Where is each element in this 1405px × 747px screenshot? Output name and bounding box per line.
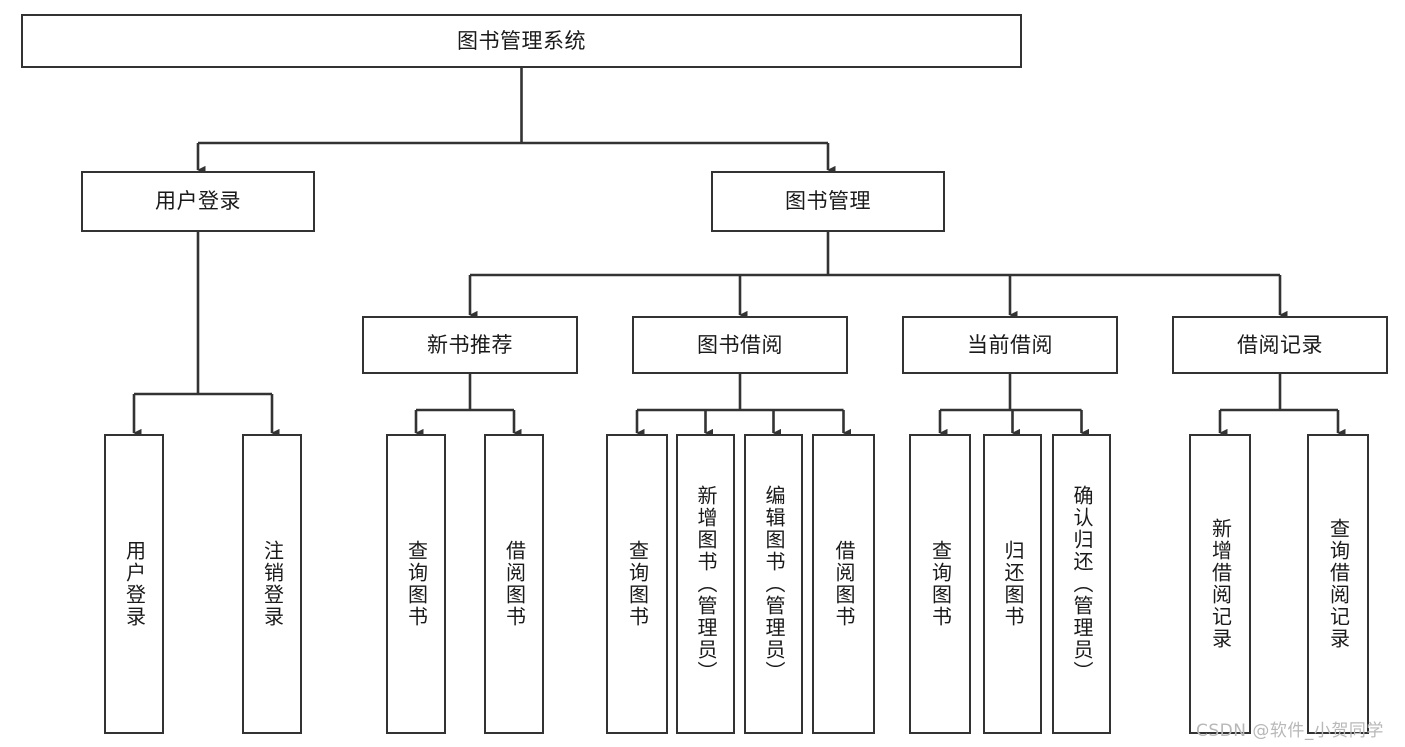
node-label: 查询图书	[404, 540, 429, 628]
node-label: 查询图书	[625, 540, 650, 628]
node-borrow[interactable]: 图书借阅	[632, 316, 848, 374]
node-l-bbook1[interactable]: 借阅图书	[484, 434, 544, 734]
node-l-bbook2[interactable]: 借阅图书	[812, 434, 875, 734]
node-label: 新增图书（管理员）	[694, 485, 718, 683]
node-l-qbook3[interactable]: 查询图书	[909, 434, 971, 734]
node-label: 新书推荐	[427, 332, 513, 357]
node-current[interactable]: 当前借阅	[902, 316, 1118, 374]
node-label: 图书管理系统	[457, 28, 586, 53]
node-bookmgmt[interactable]: 图书管理	[711, 171, 945, 232]
node-label: 归还图书	[1001, 540, 1025, 628]
node-label: 新增借阅记录	[1208, 518, 1233, 650]
node-l-confirm[interactable]: 确认归还（管理员）	[1052, 434, 1111, 734]
node-l-editbook[interactable]: 编辑图书（管理员）	[744, 434, 803, 734]
node-l-userlogin[interactable]: 用户登录	[104, 434, 164, 734]
node-l-addbook[interactable]: 新增图书（管理员）	[676, 434, 735, 734]
node-label: 图书借阅	[697, 332, 783, 357]
node-l-qbook2[interactable]: 查询图书	[606, 434, 668, 734]
node-label: 借阅图书	[832, 540, 856, 628]
node-label: 用户登录	[155, 189, 241, 214]
node-label: 用户登录	[122, 540, 147, 628]
node-records[interactable]: 借阅记录	[1172, 316, 1388, 374]
node-l-addrec[interactable]: 新增借阅记录	[1189, 434, 1251, 734]
node-label: 图书管理	[785, 189, 871, 214]
node-login[interactable]: 用户登录	[81, 171, 315, 232]
node-l-return[interactable]: 归还图书	[983, 434, 1042, 734]
node-label: 查询借阅记录	[1326, 518, 1351, 650]
node-label: 确认归还（管理员）	[1070, 485, 1094, 683]
watermark-credit: CSDN @软件_小贺同学	[1196, 721, 1384, 741]
node-l-qrec[interactable]: 查询借阅记录	[1307, 434, 1369, 734]
node-l-logout[interactable]: 注销登录	[242, 434, 302, 734]
node-newbook[interactable]: 新书推荐	[362, 316, 578, 374]
node-label: 注销登录	[260, 540, 285, 628]
node-label: 借阅记录	[1237, 332, 1323, 357]
node-label: 查询图书	[928, 540, 953, 628]
node-label: 当前借阅	[967, 332, 1053, 357]
connector-lines	[132, 68, 1346, 438]
node-label: 编辑图书（管理员）	[762, 485, 786, 683]
node-l-qbook1[interactable]: 查询图书	[386, 434, 446, 734]
node-root[interactable]: 图书管理系统	[21, 14, 1022, 68]
node-label: 借阅图书	[502, 540, 527, 628]
